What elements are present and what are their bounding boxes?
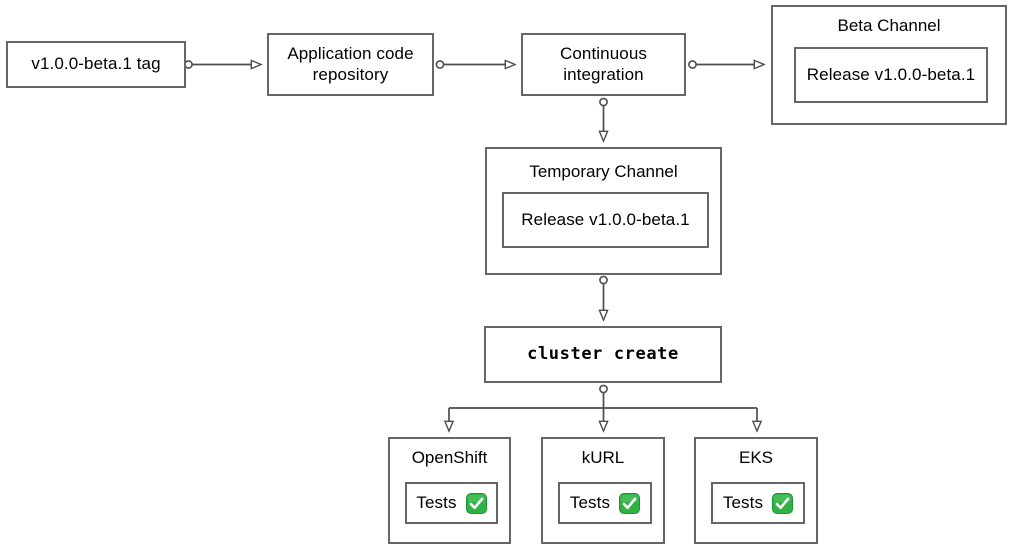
check-mark-button-icon (772, 492, 794, 514)
group-eks[interactable]: EKS Tests (694, 437, 818, 544)
node-openshift-tests[interactable]: Tests (405, 482, 498, 524)
node-beta-channel-release-label: Release v1.0.0-beta.1 (806, 64, 976, 84)
node-kurl-tests-label: Tests (569, 492, 611, 512)
node-version-tag[interactable]: v1.0.0-beta.1 tag (6, 41, 186, 88)
edge-source-dot-repo (435, 60, 445, 69)
edge-source-dot-ci-right (688, 60, 697, 69)
group-openshift-title: OpenShift (411, 448, 488, 467)
group-temporary-channel[interactable]: Temporary Channel Release v1.0.0-beta.1 (485, 147, 722, 275)
node-eks-tests-label: Tests (722, 492, 764, 512)
node-version-tag-label: v1.0.0-beta.1 tag (31, 54, 161, 74)
group-openshift[interactable]: OpenShift Tests (388, 437, 511, 544)
node-temporary-channel-release[interactable]: Release v1.0.0-beta.1 (502, 192, 709, 248)
group-beta-channel-title: Beta Channel (837, 16, 941, 35)
group-eks-title: EKS (738, 448, 774, 467)
node-continuous-integration[interactable]: Continuous integration (521, 33, 686, 96)
group-beta-channel[interactable]: Beta Channel Release v1.0.0-beta.1 (771, 5, 1007, 125)
node-temporary-channel-release-label: Release v1.0.0-beta.1 (521, 209, 690, 229)
node-application-code-repository-label: Application code repository (287, 43, 414, 84)
edge-source-dot-cluster-create (599, 384, 608, 394)
node-cluster-create[interactable]: cluster create (484, 326, 722, 383)
node-kurl-tests[interactable]: Tests (558, 482, 652, 524)
node-continuous-integration-label: Continuous integration (559, 43, 647, 84)
check-mark-button-icon (619, 492, 641, 514)
node-eks-tests[interactable]: Tests (711, 482, 805, 524)
check-mark-button-icon (465, 492, 487, 514)
edge-source-dot-ci-bottom (599, 97, 608, 107)
node-openshift-tests-label: Tests (416, 492, 457, 512)
group-kurl[interactable]: kURL Tests (541, 437, 665, 544)
group-kurl-title: kURL (581, 448, 625, 467)
group-temporary-channel-title: Temporary Channel (529, 162, 678, 181)
node-application-code-repository[interactable]: Application code repository (267, 33, 434, 96)
node-cluster-create-label: cluster create (527, 344, 679, 365)
edge-source-dot-temporary-channel (599, 275, 608, 285)
node-beta-channel-release[interactable]: Release v1.0.0-beta.1 (794, 47, 988, 103)
